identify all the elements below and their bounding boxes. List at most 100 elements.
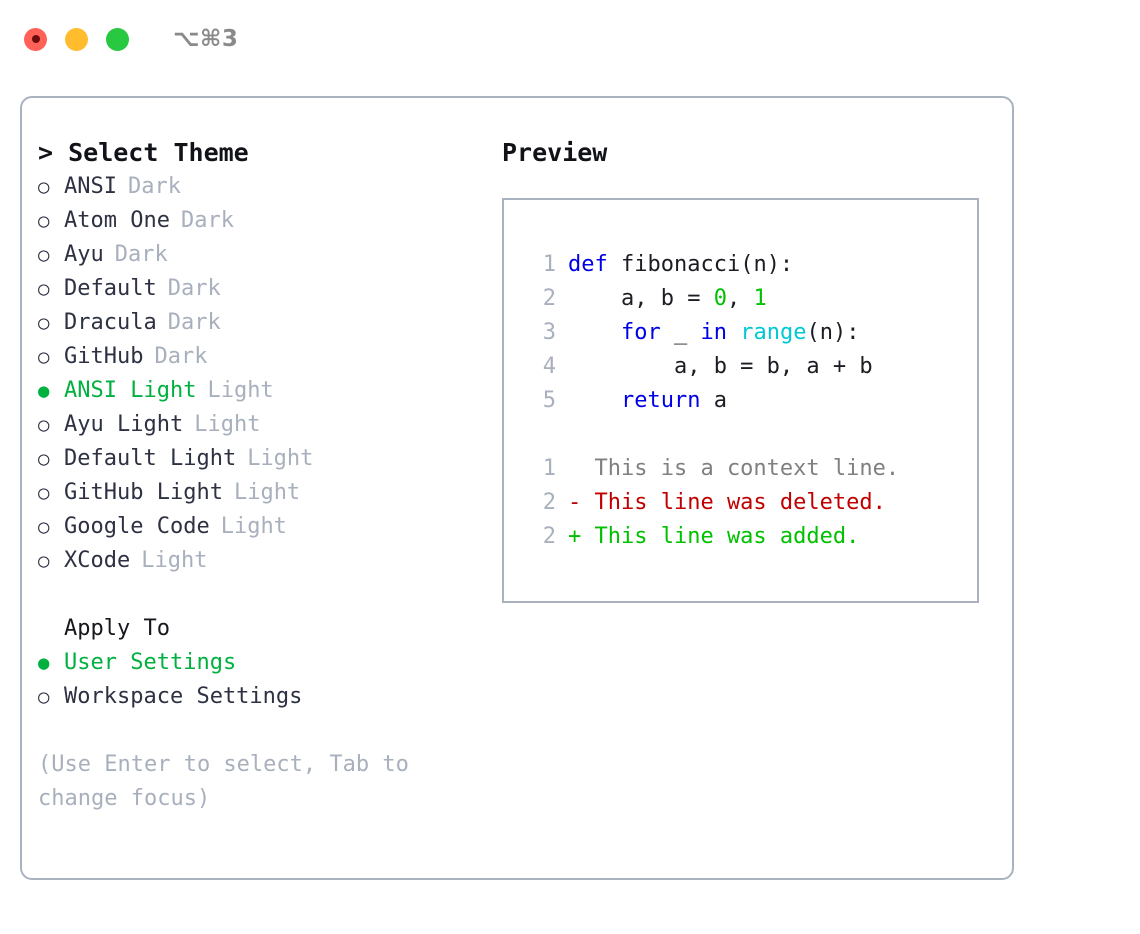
code-token-plain: a, b = (568, 286, 714, 311)
theme-option-variant: Light (141, 548, 208, 573)
diff-line-ctx: 1 This is a context line. (522, 452, 977, 486)
code-token-kw: in (700, 320, 727, 345)
line-number: 5 (542, 388, 556, 413)
theme-option-name: Default Light (64, 446, 237, 471)
diff-line-del: 2 - This line was deleted. (522, 486, 977, 520)
code-line: 4 a, b = b, a + b (522, 350, 977, 384)
radio-unselected-icon[interactable]: ○ (38, 550, 50, 572)
diff-line-text: + This line was added. (568, 524, 860, 549)
close-button[interactable] (24, 27, 47, 51)
radio-unselected-icon[interactable]: ○ (38, 414, 50, 436)
title-bar: ⌥⌘3 (0, 0, 1140, 78)
code-line: 1 def fibonacci(n): (522, 248, 977, 282)
radio-unselected-icon[interactable]: ○ (38, 482, 50, 504)
shortcut-hint-label: ⌥⌘3 (173, 26, 239, 52)
theme-option-name: Ayu (64, 242, 104, 267)
theme-option-name: Atom One (64, 208, 170, 233)
radio-unselected-icon[interactable]: ○ (38, 278, 50, 300)
theme-option-variant: Dark (114, 242, 168, 267)
radio-unselected-icon[interactable]: ○ (38, 448, 50, 470)
diff-sample: 1 This is a context line. 2 - This line wa… (522, 452, 977, 554)
line-number: 2 (542, 490, 556, 515)
radio-unselected-icon[interactable]: ○ (38, 244, 50, 266)
list-spacer (38, 578, 493, 612)
code-token-plain: , (726, 286, 754, 311)
apply-to-option-user-settings[interactable]: ●User Settings (38, 646, 493, 680)
line-number: 2 (542, 524, 556, 549)
theme-option-variant: Light (247, 446, 314, 471)
code-token-plain: (n): (806, 320, 860, 345)
code-token-kw: for (620, 320, 661, 345)
theme-option-name: GitHub Light (64, 480, 223, 505)
line-number: 1 (542, 252, 556, 277)
code-token-num: 1 (753, 286, 767, 311)
apply-to-option-label: Workspace Settings (64, 684, 303, 709)
diff-line-text: This is a context line. (568, 456, 900, 481)
radio-unselected-icon[interactable]: ○ (38, 686, 50, 708)
code-token-plain: fibonacci(n): (607, 252, 794, 277)
theme-option-variant: Light (220, 514, 287, 539)
theme-option-github-light[interactable]: ○ GitHub Light Light (38, 476, 493, 510)
code-line: 3 for _ in range(n): (522, 316, 977, 350)
apply-to-option-workspace-settings[interactable]: ○ Workspace Settings (38, 680, 493, 714)
maximize-button[interactable] (106, 27, 129, 51)
theme-option-variant: Dark (167, 310, 221, 335)
radio-unselected-icon[interactable]: ○ (38, 346, 50, 368)
theme-option-variant: Light (233, 480, 301, 505)
line-number: 3 (542, 320, 556, 345)
theme-option-default[interactable]: ○ Default Dark (38, 272, 493, 306)
theme-option-name: Dracula (64, 310, 157, 335)
theme-option-variant: Light (207, 378, 274, 403)
radio-selected-icon[interactable]: ● (38, 652, 50, 674)
code-token-plain (568, 320, 621, 345)
radio-unselected-icon[interactable]: ○ (38, 176, 50, 198)
theme-option-dracula[interactable]: ○ Dracula Dark (38, 306, 493, 340)
radio-unselected-icon[interactable]: ○ (38, 516, 50, 538)
code-token-plain: a, b = b, a + b (568, 354, 873, 379)
theme-option-variant: Light (194, 412, 261, 437)
select-theme-heading: > Select Theme (38, 138, 249, 167)
theme-option-variant: Dark (180, 208, 234, 233)
diff-line-text: - This line was deleted. (568, 490, 886, 515)
code-token-builtin: range (740, 320, 807, 345)
keyboard-hint-text: (Use Enter to select, Tab to change focu… (38, 752, 409, 811)
code-token-plain: a (700, 388, 727, 413)
line-number: 1 (542, 456, 556, 481)
minimize-button[interactable] (65, 27, 88, 51)
theme-option-name: Default (64, 276, 157, 301)
code-token-plain (727, 320, 740, 345)
radio-selected-icon[interactable]: ● (38, 380, 50, 402)
radio-unselected-icon[interactable]: ○ (38, 312, 50, 334)
theme-option-github[interactable]: ○ GitHub Dark (38, 340, 493, 374)
code-token-plain (568, 388, 621, 413)
diff-line-add: 2 + This line was added. (522, 520, 977, 554)
apply-to-option-list[interactable]: ●User Settings ○ Workspace Settings (38, 646, 493, 714)
traffic-light-group (24, 27, 129, 51)
theme-option-default-light[interactable]: ○ Default Light Light (38, 442, 493, 476)
theme-option-atom-one[interactable]: ○ Atom One Dark (38, 204, 493, 238)
line-number: 4 (542, 354, 556, 379)
code-diff-spacer (522, 418, 977, 452)
code-line: 5 return a (522, 384, 977, 418)
theme-option-name: GitHub (64, 344, 144, 369)
theme-option-name: Ayu Light (64, 412, 184, 437)
theme-option-variant: Dark (154, 344, 208, 369)
code-token-num: 0 (713, 286, 727, 311)
code-line-text: def fibonacci(n): (568, 248, 793, 282)
theme-option-ayu[interactable]: ○ Ayu Dark (38, 238, 493, 272)
radio-unselected-icon[interactable]: ○ (38, 210, 50, 232)
preview-heading: Preview (502, 138, 608, 167)
code-line-text: a, b = 0, 1 (568, 282, 767, 316)
theme-option-ayu-light[interactable]: ○ Ayu Light Light (38, 408, 493, 442)
theme-option-variant: Dark (167, 276, 221, 301)
